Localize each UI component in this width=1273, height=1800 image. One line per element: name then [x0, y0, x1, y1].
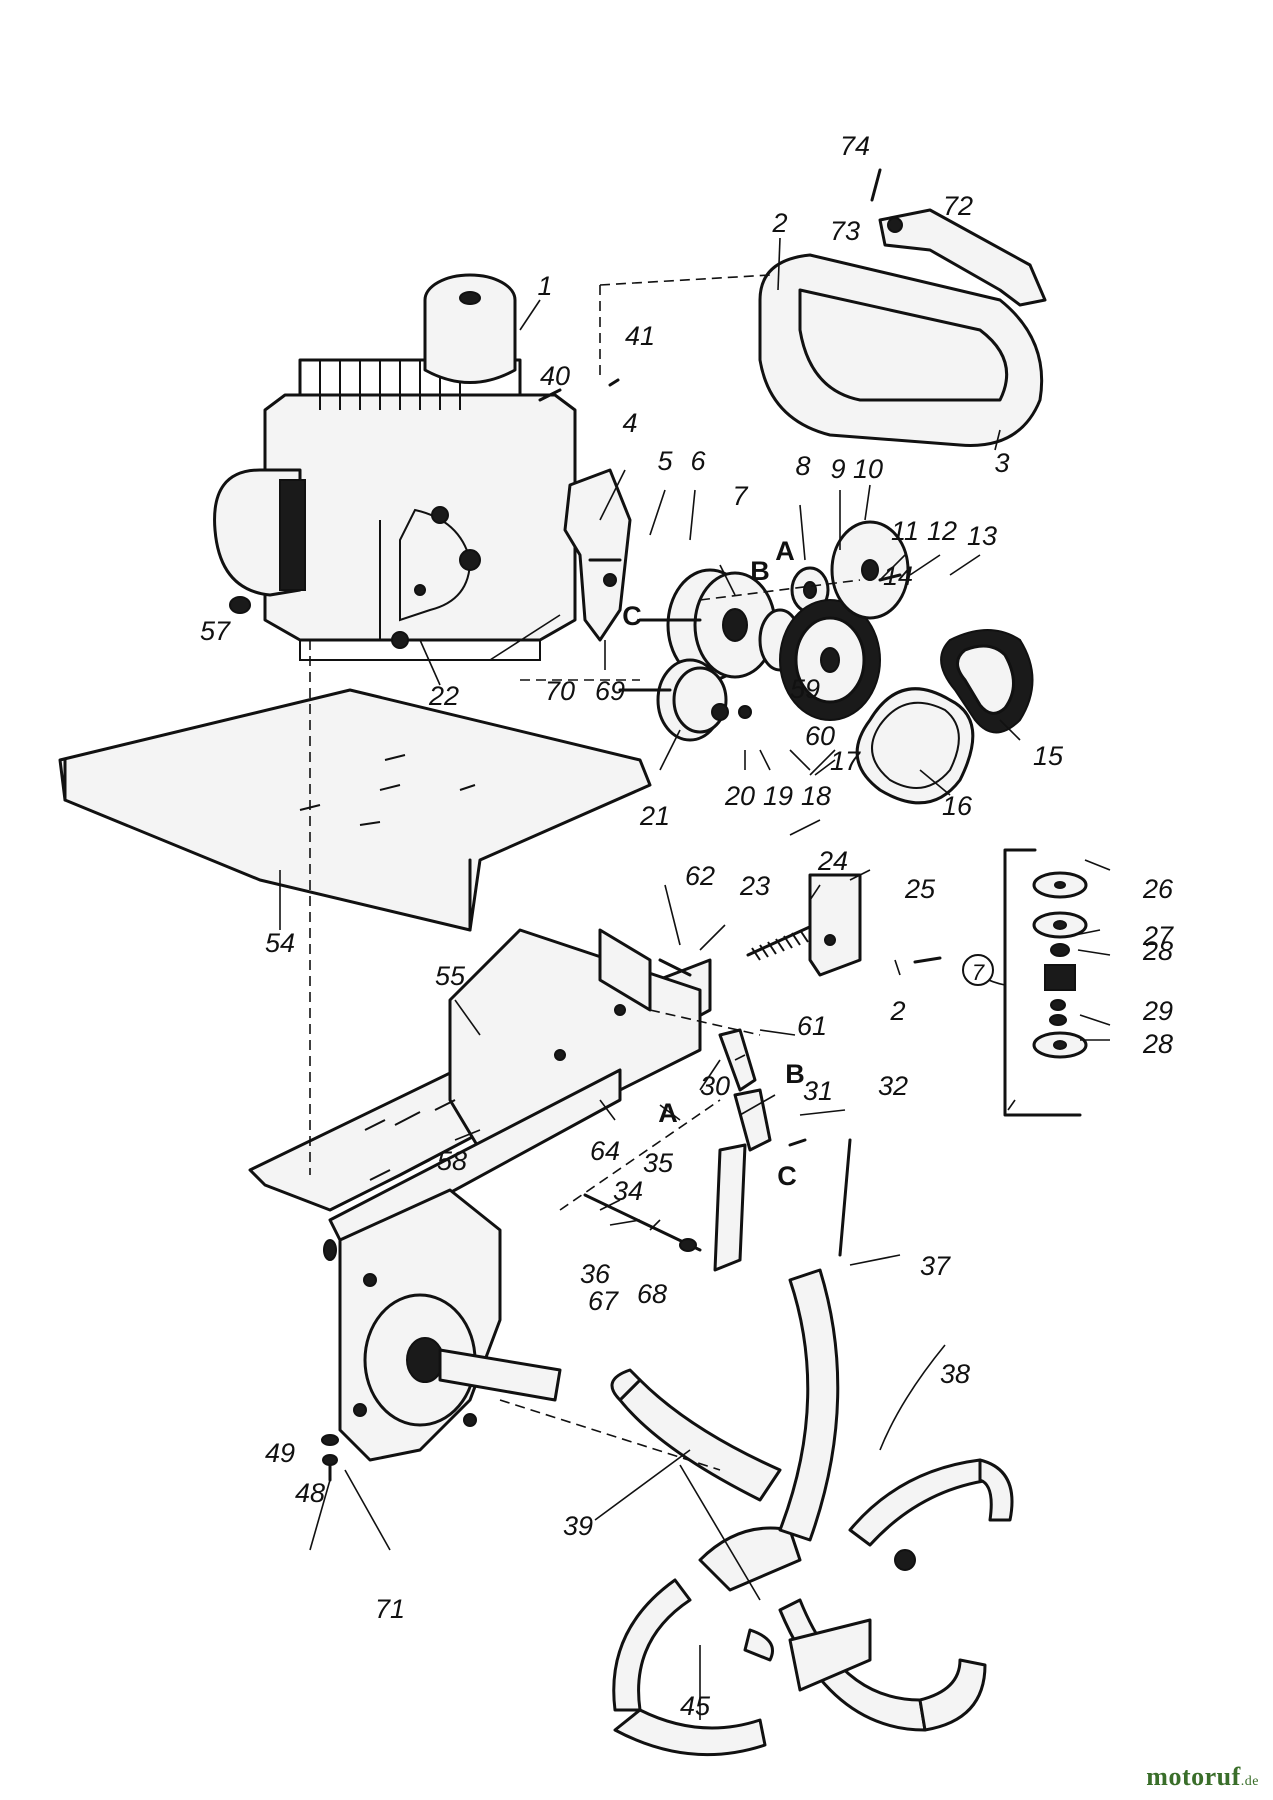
- part-label: 4: [622, 408, 637, 438]
- part-label: 31: [803, 1076, 833, 1106]
- v-belt: [855, 687, 975, 805]
- tine-shield: [58, 688, 652, 932]
- part-label: 1: [537, 271, 552, 301]
- alignment-lines: [309, 274, 861, 1471]
- part-label: 39: [563, 1511, 593, 1541]
- part-label: 14: [883, 561, 913, 591]
- pulley: [638, 568, 777, 682]
- part-label: 71: [375, 1594, 405, 1624]
- part-label: 20: [724, 781, 755, 811]
- part-label: 68: [637, 1279, 667, 1309]
- toothed-belt: [940, 629, 1034, 734]
- part-label: 34: [613, 1176, 643, 1206]
- part-label: 16: [942, 791, 973, 821]
- part-label: 64: [590, 1136, 620, 1166]
- part-label: 49: [265, 1438, 295, 1468]
- marker-letter: B: [750, 556, 770, 586]
- part-label: 40: [540, 361, 570, 391]
- part-label: 25: [904, 874, 936, 904]
- idler-arm: [713, 1028, 772, 1272]
- drive-pulley: [779, 520, 910, 721]
- marker-letter: C: [777, 1161, 797, 1191]
- part-label: 55: [435, 961, 466, 991]
- part-label: 12: [927, 516, 957, 546]
- part-label: 35: [643, 1148, 674, 1178]
- detail-callout-number: 7: [972, 960, 985, 985]
- watermark-name: motoruf: [1146, 1762, 1241, 1791]
- part-label: 18: [801, 781, 831, 811]
- part-label: 36: [580, 1259, 611, 1289]
- lower-pulley: [618, 658, 752, 742]
- part-label: 5: [657, 446, 673, 476]
- part-label: 62: [685, 861, 715, 891]
- part-label: 48: [295, 1478, 325, 1508]
- letter-markers: A B C A B C: [622, 536, 805, 1191]
- part-label: 17: [830, 746, 861, 776]
- part-label: 38: [940, 1359, 970, 1389]
- shift-rod: [583, 1193, 702, 1252]
- part-label: 57: [200, 616, 231, 646]
- part-label: 13: [967, 521, 997, 551]
- part-label: 60: [805, 721, 835, 751]
- part-label: 8: [795, 451, 810, 481]
- engine: [213, 273, 577, 661]
- part-label: 59: [790, 674, 820, 704]
- frame: [248, 928, 712, 1242]
- part-label: 11: [891, 516, 919, 546]
- part-label: 37: [920, 1251, 951, 1281]
- detail-callout-7: 7: [962, 954, 994, 986]
- part-label: 28: [1142, 936, 1173, 966]
- marker-letter: A: [775, 536, 795, 566]
- part-label: 24: [817, 846, 848, 876]
- part-label: 67: [588, 1286, 619, 1316]
- leader-lines: [279, 237, 1111, 1720]
- marker-letter: B: [785, 1059, 805, 1089]
- spacer-stack-detail: [1003, 848, 1088, 1117]
- part-label: 21: [639, 801, 670, 831]
- part-label: 10: [853, 454, 883, 484]
- part-label: 23: [739, 871, 770, 901]
- part-label: 70: [545, 676, 575, 706]
- spring-bracket: [808, 873, 862, 977]
- part-label: 73: [830, 216, 860, 246]
- part-label: 6: [690, 446, 706, 476]
- tension-spring: [746, 923, 816, 961]
- part-label: 30: [700, 1071, 730, 1101]
- part-label: 69: [595, 676, 625, 706]
- part-label: 32: [878, 1071, 908, 1101]
- part-label: 15: [1033, 741, 1064, 771]
- transmission-housing: [338, 1188, 502, 1462]
- part-label: 29: [1142, 996, 1173, 1026]
- watermark-logo: motoruf.de: [1146, 1762, 1259, 1792]
- part-label: 3: [994, 448, 1009, 478]
- marker-letter: A: [658, 1098, 678, 1128]
- part-label: 74: [840, 131, 870, 161]
- tine-shaft: [438, 1348, 562, 1402]
- part-label: 45: [680, 1691, 711, 1721]
- part-label: 58: [437, 1146, 467, 1176]
- marker-letter: C: [622, 601, 642, 631]
- bolt-set: [229, 168, 942, 1482]
- part-label: 26: [1142, 874, 1174, 904]
- part-label: 7: [732, 481, 748, 511]
- part-label: 2: [889, 996, 905, 1026]
- part-label: 9: [830, 454, 845, 484]
- part-label: 27: [1142, 921, 1174, 951]
- part-label: 19: [763, 781, 793, 811]
- part-label: 41: [625, 321, 655, 351]
- part-label: 2: [771, 208, 787, 238]
- part-label: 28: [1142, 1029, 1173, 1059]
- tine-assembly: [610, 1268, 1014, 1757]
- watermark-tld: .de: [1240, 1774, 1259, 1789]
- part-label: 54: [265, 928, 295, 958]
- part-label: 72: [943, 191, 973, 221]
- cover-bracket: [878, 208, 1047, 307]
- belt-cover: [758, 253, 1044, 447]
- part-label: 22: [428, 681, 459, 711]
- part-label: 61: [797, 1011, 827, 1041]
- part-number-labels: 1 2 2 3 4 5 6 7 7 8 9 10 11 12 13 14 15 …: [200, 131, 1174, 1721]
